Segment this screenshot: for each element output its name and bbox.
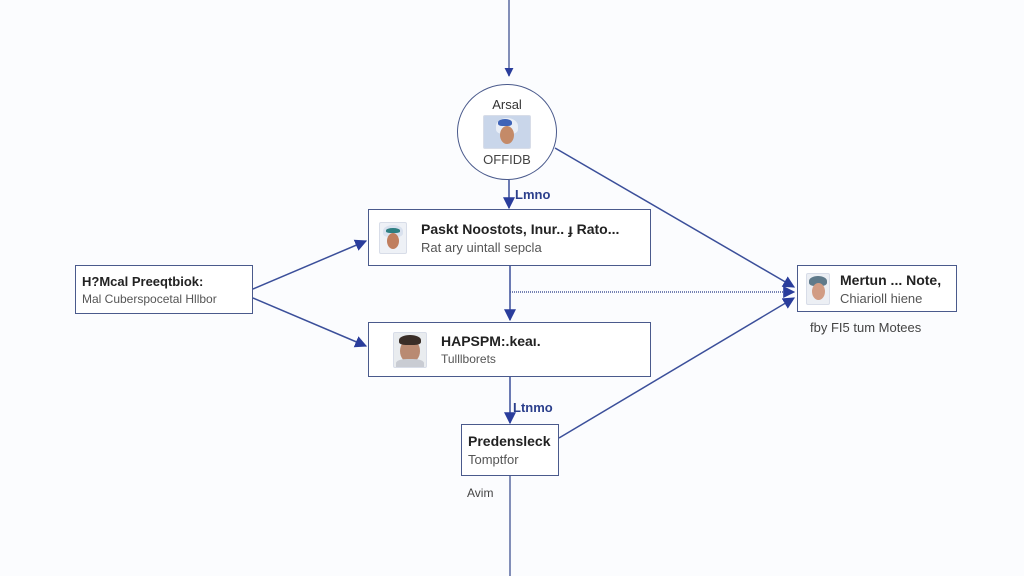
node-top-circle[interactable]: Arsal OFFIDB bbox=[457, 84, 557, 180]
node-subtitle: Rat ary uintall sepcla bbox=[421, 239, 542, 255]
label-under-bottom: Avim bbox=[467, 486, 494, 500]
node-upper-middle[interactable]: Paskt Noostots, Inur.. ɟ Rato... Rat ary… bbox=[368, 209, 651, 266]
label-under-right: fby FI5 tum Motees bbox=[810, 320, 922, 335]
edge-label-circle-to-upper: Lmno bbox=[515, 187, 551, 202]
edge-bottom-to-right bbox=[558, 297, 796, 439]
edge-circle-to-right bbox=[554, 147, 796, 288]
node-title: Paskt Noostots, Inur.. ɟ Rato... bbox=[421, 220, 620, 237]
node-title: Arsal bbox=[492, 97, 522, 112]
avatar-icon bbox=[379, 221, 407, 254]
edge-left-to-lower bbox=[252, 297, 368, 348]
node-title: HAPSPM:.keaı. bbox=[441, 333, 541, 349]
node-title: Mertun ... Note, bbox=[840, 271, 942, 288]
node-right[interactable]: Mertun ... Note, Chiarioll hiene bbox=[797, 265, 957, 312]
node-subtitle: Chiarioll hiene bbox=[840, 290, 923, 306]
node-subtitle: OFFIDB bbox=[483, 152, 531, 167]
node-lower-middle[interactable]: HAPSPM:.keaı. Tulllborets bbox=[368, 322, 651, 377]
node-subtitle: Tulllborets bbox=[441, 352, 496, 366]
edge-left-to-upper bbox=[252, 239, 368, 290]
avatar-icon bbox=[806, 272, 830, 305]
node-subtitle: Mal Cuberspocetal Hllbor bbox=[82, 291, 217, 306]
node-subtitle: Tomptfor bbox=[468, 452, 519, 467]
node-title: Predensleck bbox=[468, 433, 551, 449]
edge-label-lower-to-bottom: Ltnmo bbox=[513, 400, 553, 415]
avatar-icon bbox=[393, 331, 427, 368]
node-title: H?Mcal Preeqtbiok: bbox=[82, 273, 204, 289]
node-left[interactable]: H?Mcal Preeqtbiok: Mal Cuberspocetal Hll… bbox=[75, 265, 253, 314]
avatar-icon bbox=[483, 115, 531, 149]
node-bottom[interactable]: Predensleck Tomptfor bbox=[461, 424, 559, 476]
